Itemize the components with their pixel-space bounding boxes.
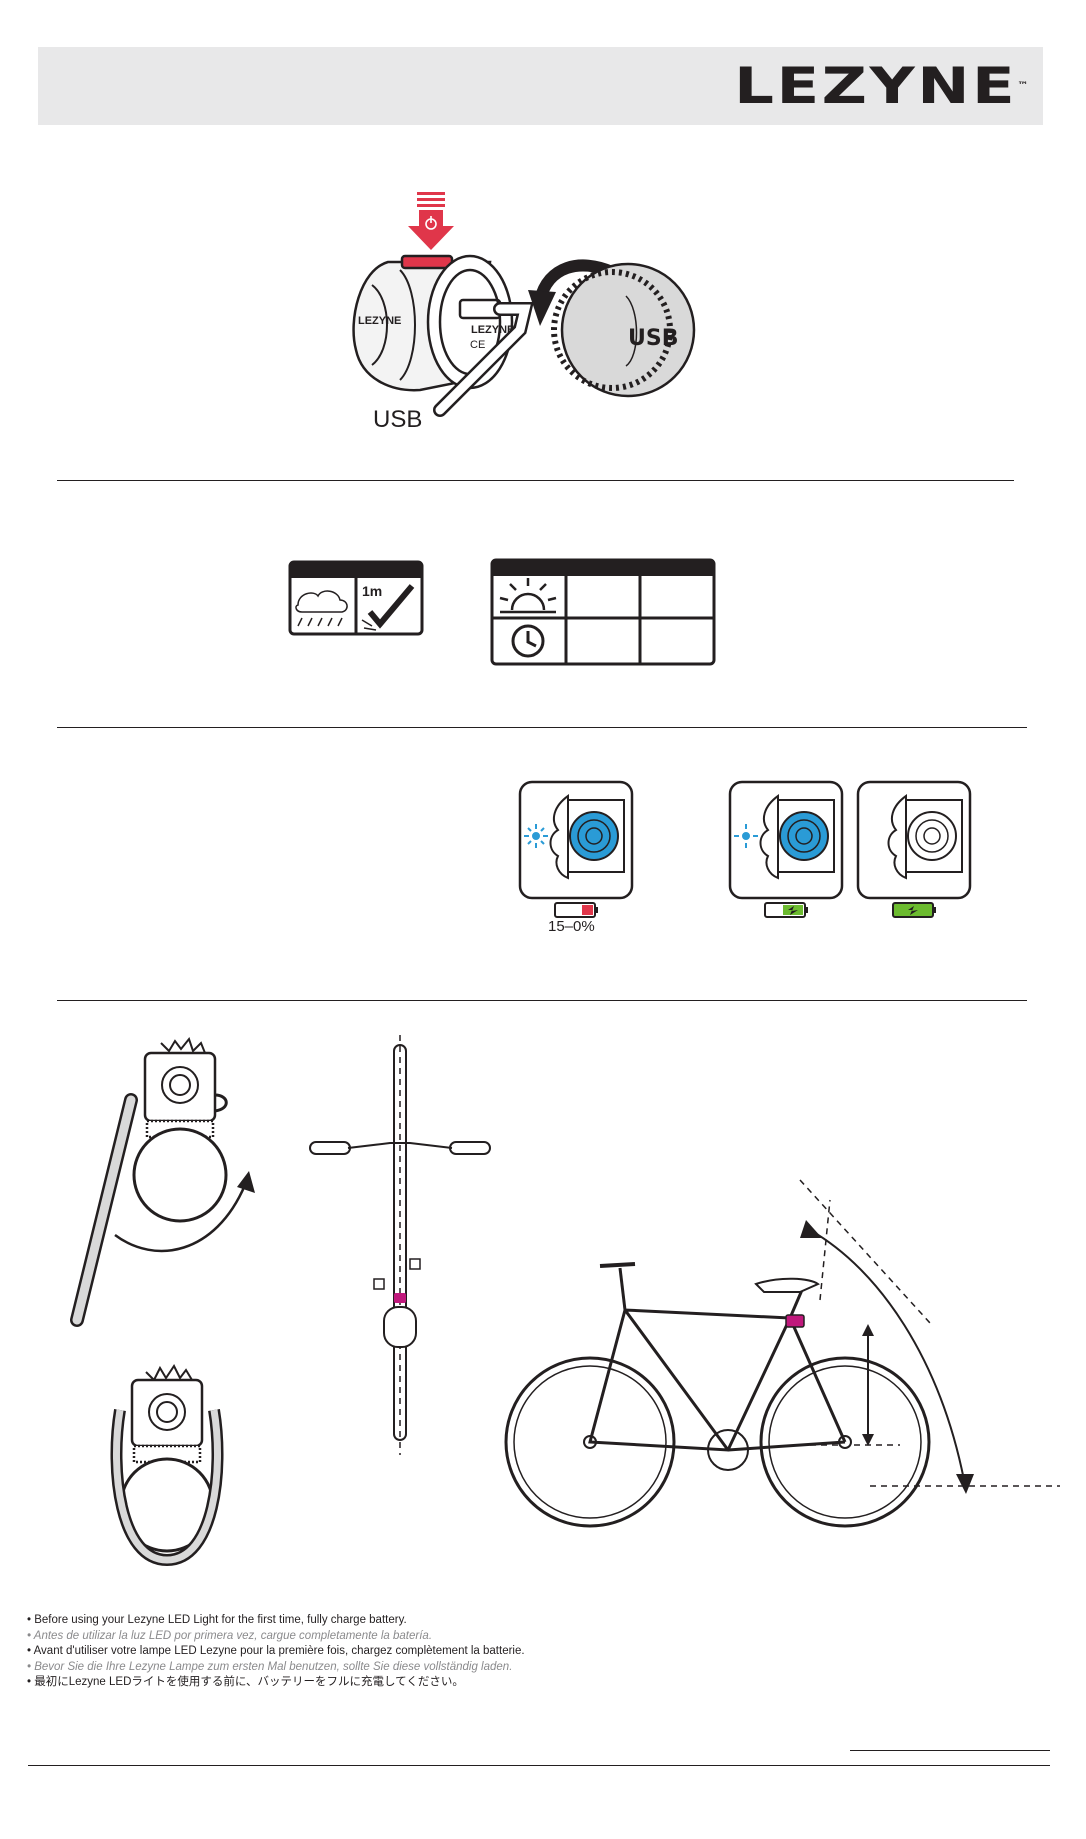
- svg-text:1m: 1m: [362, 583, 382, 599]
- waterproof-spec-box: 1m: [288, 560, 424, 636]
- clock-icon: [511, 624, 545, 658]
- footer-rule: [28, 1765, 1050, 1766]
- note-es: • Antes de utilizar la luz LED por prime…: [27, 1629, 433, 1642]
- usb-label: USB: [373, 406, 423, 433]
- note-ja: • 最初にLezyne LEDライトを使用する前に、バッテリーをフルに充電してく…: [27, 1676, 464, 1688]
- battery-charging-indicator: [728, 780, 844, 918]
- checkmark-icon: [367, 584, 415, 629]
- header-band: [38, 47, 1043, 125]
- divider-2: [57, 727, 1027, 728]
- svg-text:LEZYNE: LEZYNE: [471, 324, 514, 336]
- power-icon: [408, 192, 454, 250]
- charging-icon: [764, 902, 808, 918]
- brand-logo: LEZYNE™: [733, 57, 1028, 115]
- bike-side-view: [504, 1179, 1060, 1528]
- note-en: • Before using your Lezyne LED Light for…: [27, 1614, 407, 1626]
- svg-text:CE: CE: [470, 339, 485, 351]
- sun-icon: [499, 578, 557, 614]
- battery-icon: [554, 902, 598, 918]
- usb-cap: [551, 262, 696, 398]
- charging-illustration: LEZYNE LEZYNE CE USB: [352, 192, 696, 417]
- first-use-notes: • Before using your Lezyne LED Light for…: [27, 1613, 525, 1691]
- svg-text:LEZYNE: LEZYNE: [358, 315, 401, 327]
- rain-icon: [295, 590, 348, 627]
- bike-top-view: [309, 1035, 491, 1455]
- battery-full-indicator: [856, 780, 972, 918]
- strap-mount-closed: [110, 1364, 224, 1567]
- note-fr: • Avant d'utiliser votre lampe LED Lezyn…: [27, 1645, 525, 1657]
- divider-1: [57, 480, 1014, 481]
- strap-mount-open: [70, 1036, 255, 1327]
- charging-icon: [892, 902, 936, 918]
- svg-text:USB: USB: [628, 326, 678, 351]
- low-battery-range: 15–0%: [548, 918, 595, 935]
- light-body: [352, 254, 514, 392]
- battery-low-indicator: [518, 780, 634, 918]
- runtime-spec-table: [490, 558, 716, 666]
- divider-3: [57, 1000, 1027, 1001]
- footer-rule-short: [850, 1750, 1050, 1751]
- note-de: • Bevor Sie die Ihre Lezyne Lampe zum er…: [27, 1660, 513, 1673]
